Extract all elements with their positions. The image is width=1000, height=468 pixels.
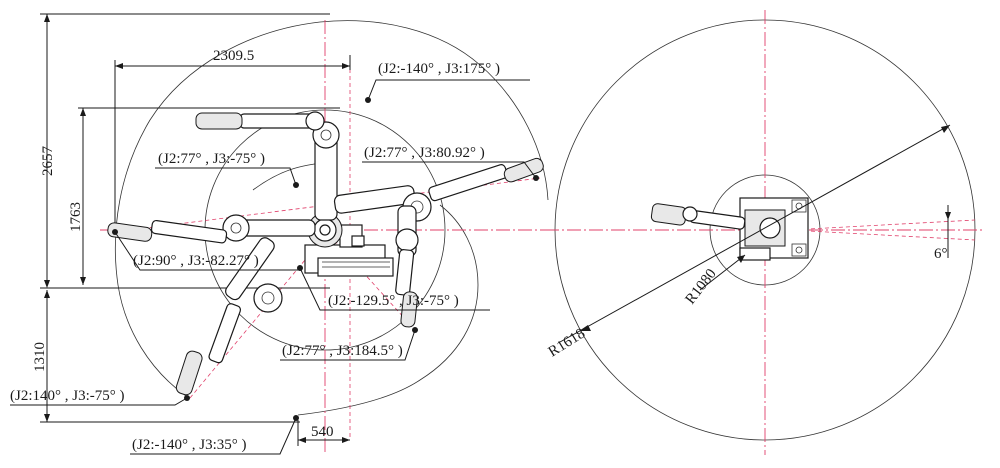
- pose-label-8: (J2:-140° , J3:35° ): [132, 437, 247, 453]
- leader-5: [299, 267, 490, 311]
- arrow-angle: [945, 212, 951, 220]
- pose-label-3: (J2:77° , J3:80.92° ): [364, 145, 485, 161]
- leader-4: [114, 231, 300, 271]
- arm-pose-right: [333, 157, 544, 222]
- dim-radius-inner: R1080: [683, 266, 720, 307]
- pose-label-5: (J2:-129.5° , J3:-75° ): [328, 293, 459, 309]
- arrow-down: [44, 280, 50, 288]
- robot-base: [304, 224, 394, 277]
- shoulder-joint: [307, 212, 343, 248]
- arrow-up-3: [44, 290, 50, 298]
- leader-8: [130, 417, 297, 455]
- arm-pose-upper: [195, 111, 340, 221]
- arrow-r1080: [737, 255, 745, 263]
- angle-line-2: [789, 229, 976, 241]
- pose-label-7: (J2:140° , J3:-75° ): [10, 388, 125, 404]
- dim-height-upper: 1763: [68, 202, 84, 232]
- dim-r1618-line: [559, 124, 951, 343]
- arrow-right: [342, 63, 350, 69]
- pose-label-1: (J2:-140° , J3:175° ): [378, 61, 500, 77]
- outer-reach-envelope: [114, 20, 549, 397]
- leader-2: [155, 167, 297, 186]
- inner-reach-envelope: [297, 204, 479, 416]
- top-arm: [650, 203, 746, 230]
- arrow-up: [44, 14, 50, 22]
- dim-width-top: 2309.5: [213, 48, 254, 64]
- dim-offset-bottom: 540: [311, 424, 334, 440]
- arrow-down-3: [44, 414, 50, 422]
- leader-3: [362, 161, 537, 179]
- angle-line-1: [789, 219, 976, 231]
- arrow-left-4: [298, 437, 306, 443]
- dim-height-lower: 1310: [32, 342, 48, 372]
- arrow-r1618-start: [579, 325, 591, 331]
- leader-1: [367, 79, 530, 101]
- pose-label-2: (J2:77° , J3:-75° ): [158, 151, 265, 167]
- arm-pose-left: [107, 214, 316, 244]
- top-view: R1618 R1080 6°: [545, 10, 985, 455]
- dim-height-total: 2657: [40, 146, 56, 177]
- arrow-up-2: [80, 108, 86, 116]
- pose-label-6: (J2:77° , J3:184.5° ): [282, 343, 403, 359]
- arm-pose-down-right: [395, 205, 419, 328]
- arrow-left: [115, 63, 123, 69]
- leader-6: [280, 329, 416, 361]
- dim-r1080-line: [699, 254, 746, 291]
- arrow-right-4: [342, 437, 350, 443]
- leader-7: [10, 397, 188, 406]
- side-view: 2309.5 2657 1763 1310 540: [10, 13, 560, 455]
- dim-angle: 6°: [934, 246, 948, 262]
- arrow-down-2: [80, 277, 86, 285]
- arm-pose-down-left: [175, 237, 283, 396]
- pose-label-4: (J2:90° , J3:-82.27° ): [133, 253, 259, 269]
- top-base: [739, 197, 809, 261]
- dim-radius-outer: R1618: [546, 326, 588, 361]
- arrow-r1618-end: [941, 125, 950, 133]
